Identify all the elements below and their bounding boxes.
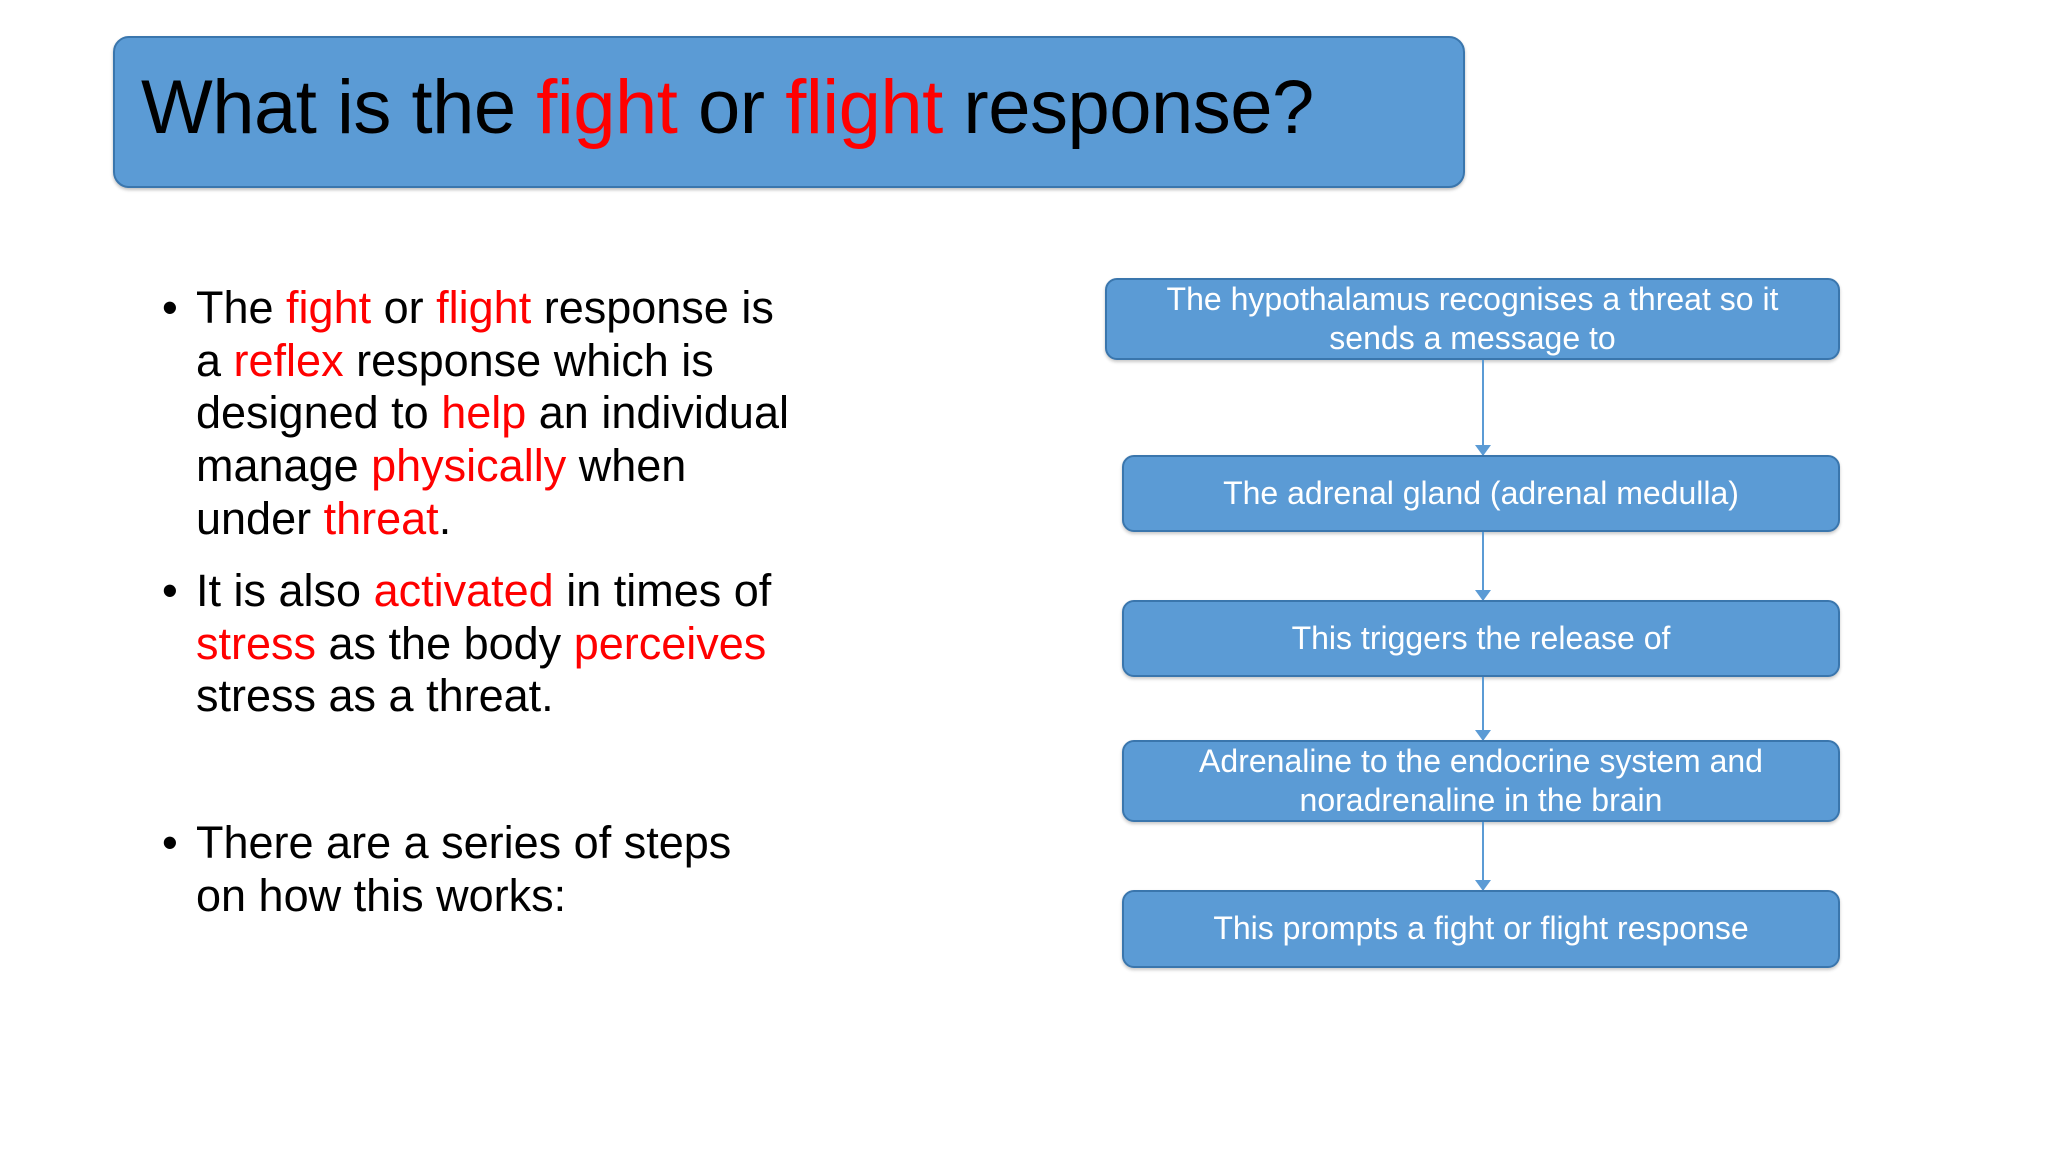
bullet-marker: • [162, 565, 178, 617]
page-title: What is the fight or flight response? [115, 70, 1463, 154]
bullet-text: There are a series of steps on how this … [196, 817, 731, 921]
highlighted-term: fight [536, 65, 678, 150]
text-run: or [371, 282, 437, 333]
flowchart-step-label: This prompts a fight or flight response [1213, 910, 1749, 947]
flowchart-step-label: Adrenaline to the endocrine system and n… [1199, 742, 1763, 818]
highlighted-term: physically [371, 439, 567, 491]
highlighted-term: threat [323, 492, 439, 544]
text-run: What is the [141, 65, 537, 150]
bullet-text: The fight or flight response is a reflex… [196, 282, 789, 544]
highlighted-term: perceives [573, 617, 767, 669]
arrow-down-icon [1475, 822, 1491, 891]
flowchart-step-4[interactable]: Adrenaline to the endocrine system and n… [1122, 740, 1840, 822]
bullet-text: It is also activated in times of stress … [196, 565, 771, 721]
highlighted-term: fight [286, 282, 372, 333]
flowchart-step-label: This triggers the release of [1291, 619, 1671, 656]
slide-title-bar: What is the fight or flight response? [113, 36, 1465, 188]
flowchart-step-3[interactable]: This triggers the release of [1122, 600, 1840, 677]
text-run: in times of [553, 565, 772, 617]
flowchart-step-5[interactable]: This prompts a fight or flight response [1122, 890, 1840, 968]
flowchart-step-label: The adrenal gland (adrenal medulla) [1223, 474, 1739, 511]
text-run: response which is designed to [196, 334, 714, 439]
text-run: It is also [196, 565, 374, 617]
arrow-down-icon [1475, 532, 1491, 601]
highlighted-term: reflex [233, 334, 344, 386]
highlighted-term: activated [373, 565, 554, 617]
highlighted-term: stress [196, 617, 317, 669]
highlighted-term: flight [436, 282, 532, 333]
bullet-list: • The fight or flight response is a refl… [150, 282, 790, 942]
bullet-marker: • [162, 282, 178, 333]
flowchart-step-1[interactable]: The hypothalamus recognises a threat so … [1105, 278, 1840, 360]
text-run: when under [196, 439, 687, 544]
flowchart-step-2[interactable]: The adrenal gland (adrenal medulla) [1122, 455, 1840, 532]
text-run: or [677, 65, 786, 150]
text-run: stress as a threat. [196, 670, 554, 722]
flowchart-diagram: The hypothalamus recognises a threat so … [1100, 270, 1840, 990]
bullet-marker: • [162, 817, 178, 869]
highlighted-term: help [441, 387, 527, 439]
list-item: • The fight or flight response is a refl… [150, 282, 790, 545]
text-run: The [196, 282, 287, 333]
flowchart-step-label: The hypothalamus recognises a threat so … [1166, 280, 1779, 356]
text-run: . [438, 492, 452, 544]
text-run: There are a series of steps on how this … [196, 817, 732, 921]
text-run: an individual manage [196, 387, 789, 491]
arrow-down-icon [1475, 677, 1491, 741]
list-item: • It is also activated in times of stres… [150, 565, 790, 723]
highlighted-term: flight [785, 65, 943, 150]
text-run: response? [942, 65, 1314, 150]
arrow-down-icon [1475, 360, 1491, 456]
list-item: • There are a series of steps on how thi… [150, 817, 790, 922]
text-run: response is a [196, 282, 774, 386]
text-run: as the body [316, 617, 574, 669]
